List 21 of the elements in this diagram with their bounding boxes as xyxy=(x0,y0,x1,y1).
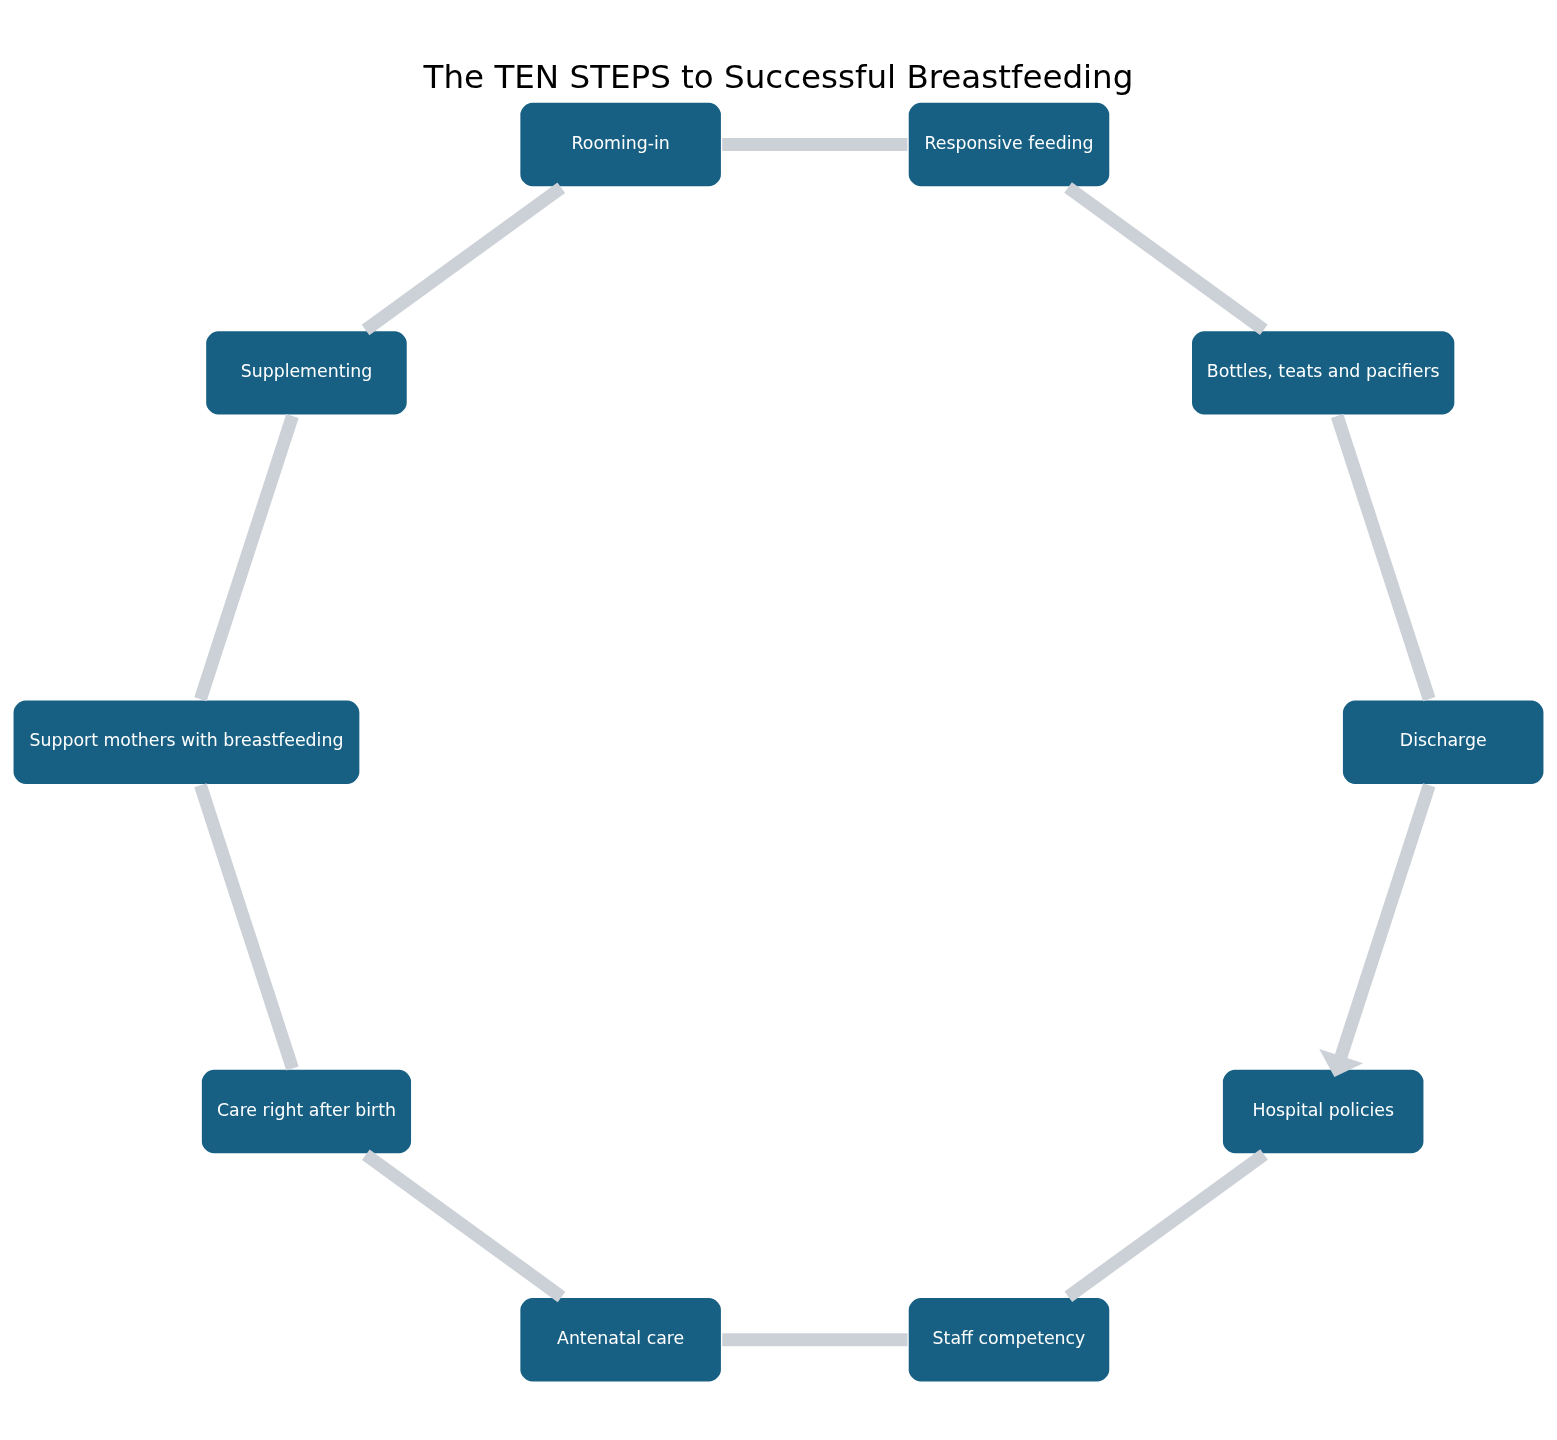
connector xyxy=(194,783,299,1071)
connector xyxy=(194,413,299,702)
node-box: Hospital policies xyxy=(1220,1067,1426,1156)
arrow xyxy=(1319,783,1436,1077)
node-box: Antenatal care xyxy=(518,1295,724,1384)
connector xyxy=(362,1149,566,1303)
connector xyxy=(1064,182,1268,336)
node-box: Discharge xyxy=(1340,698,1546,787)
node-box: Care right after birth xyxy=(199,1067,414,1156)
node-box: Bottles, teats and pacifiers xyxy=(1189,328,1457,417)
node-box: Staff competency xyxy=(906,1295,1112,1384)
connector xyxy=(361,182,566,336)
connector xyxy=(1064,1149,1268,1302)
connector xyxy=(722,1333,908,1347)
connector xyxy=(1331,413,1436,702)
node-box: Responsive feeding xyxy=(906,100,1112,189)
node-box: Support mothers with breastfeeding xyxy=(11,698,362,787)
diagram-title: The TEN STEPS to Successful Breastfeeding xyxy=(423,57,1134,96)
connector xyxy=(722,138,908,152)
node-box: Supplementing xyxy=(204,328,409,417)
node-box: Rooming-in xyxy=(518,100,724,189)
